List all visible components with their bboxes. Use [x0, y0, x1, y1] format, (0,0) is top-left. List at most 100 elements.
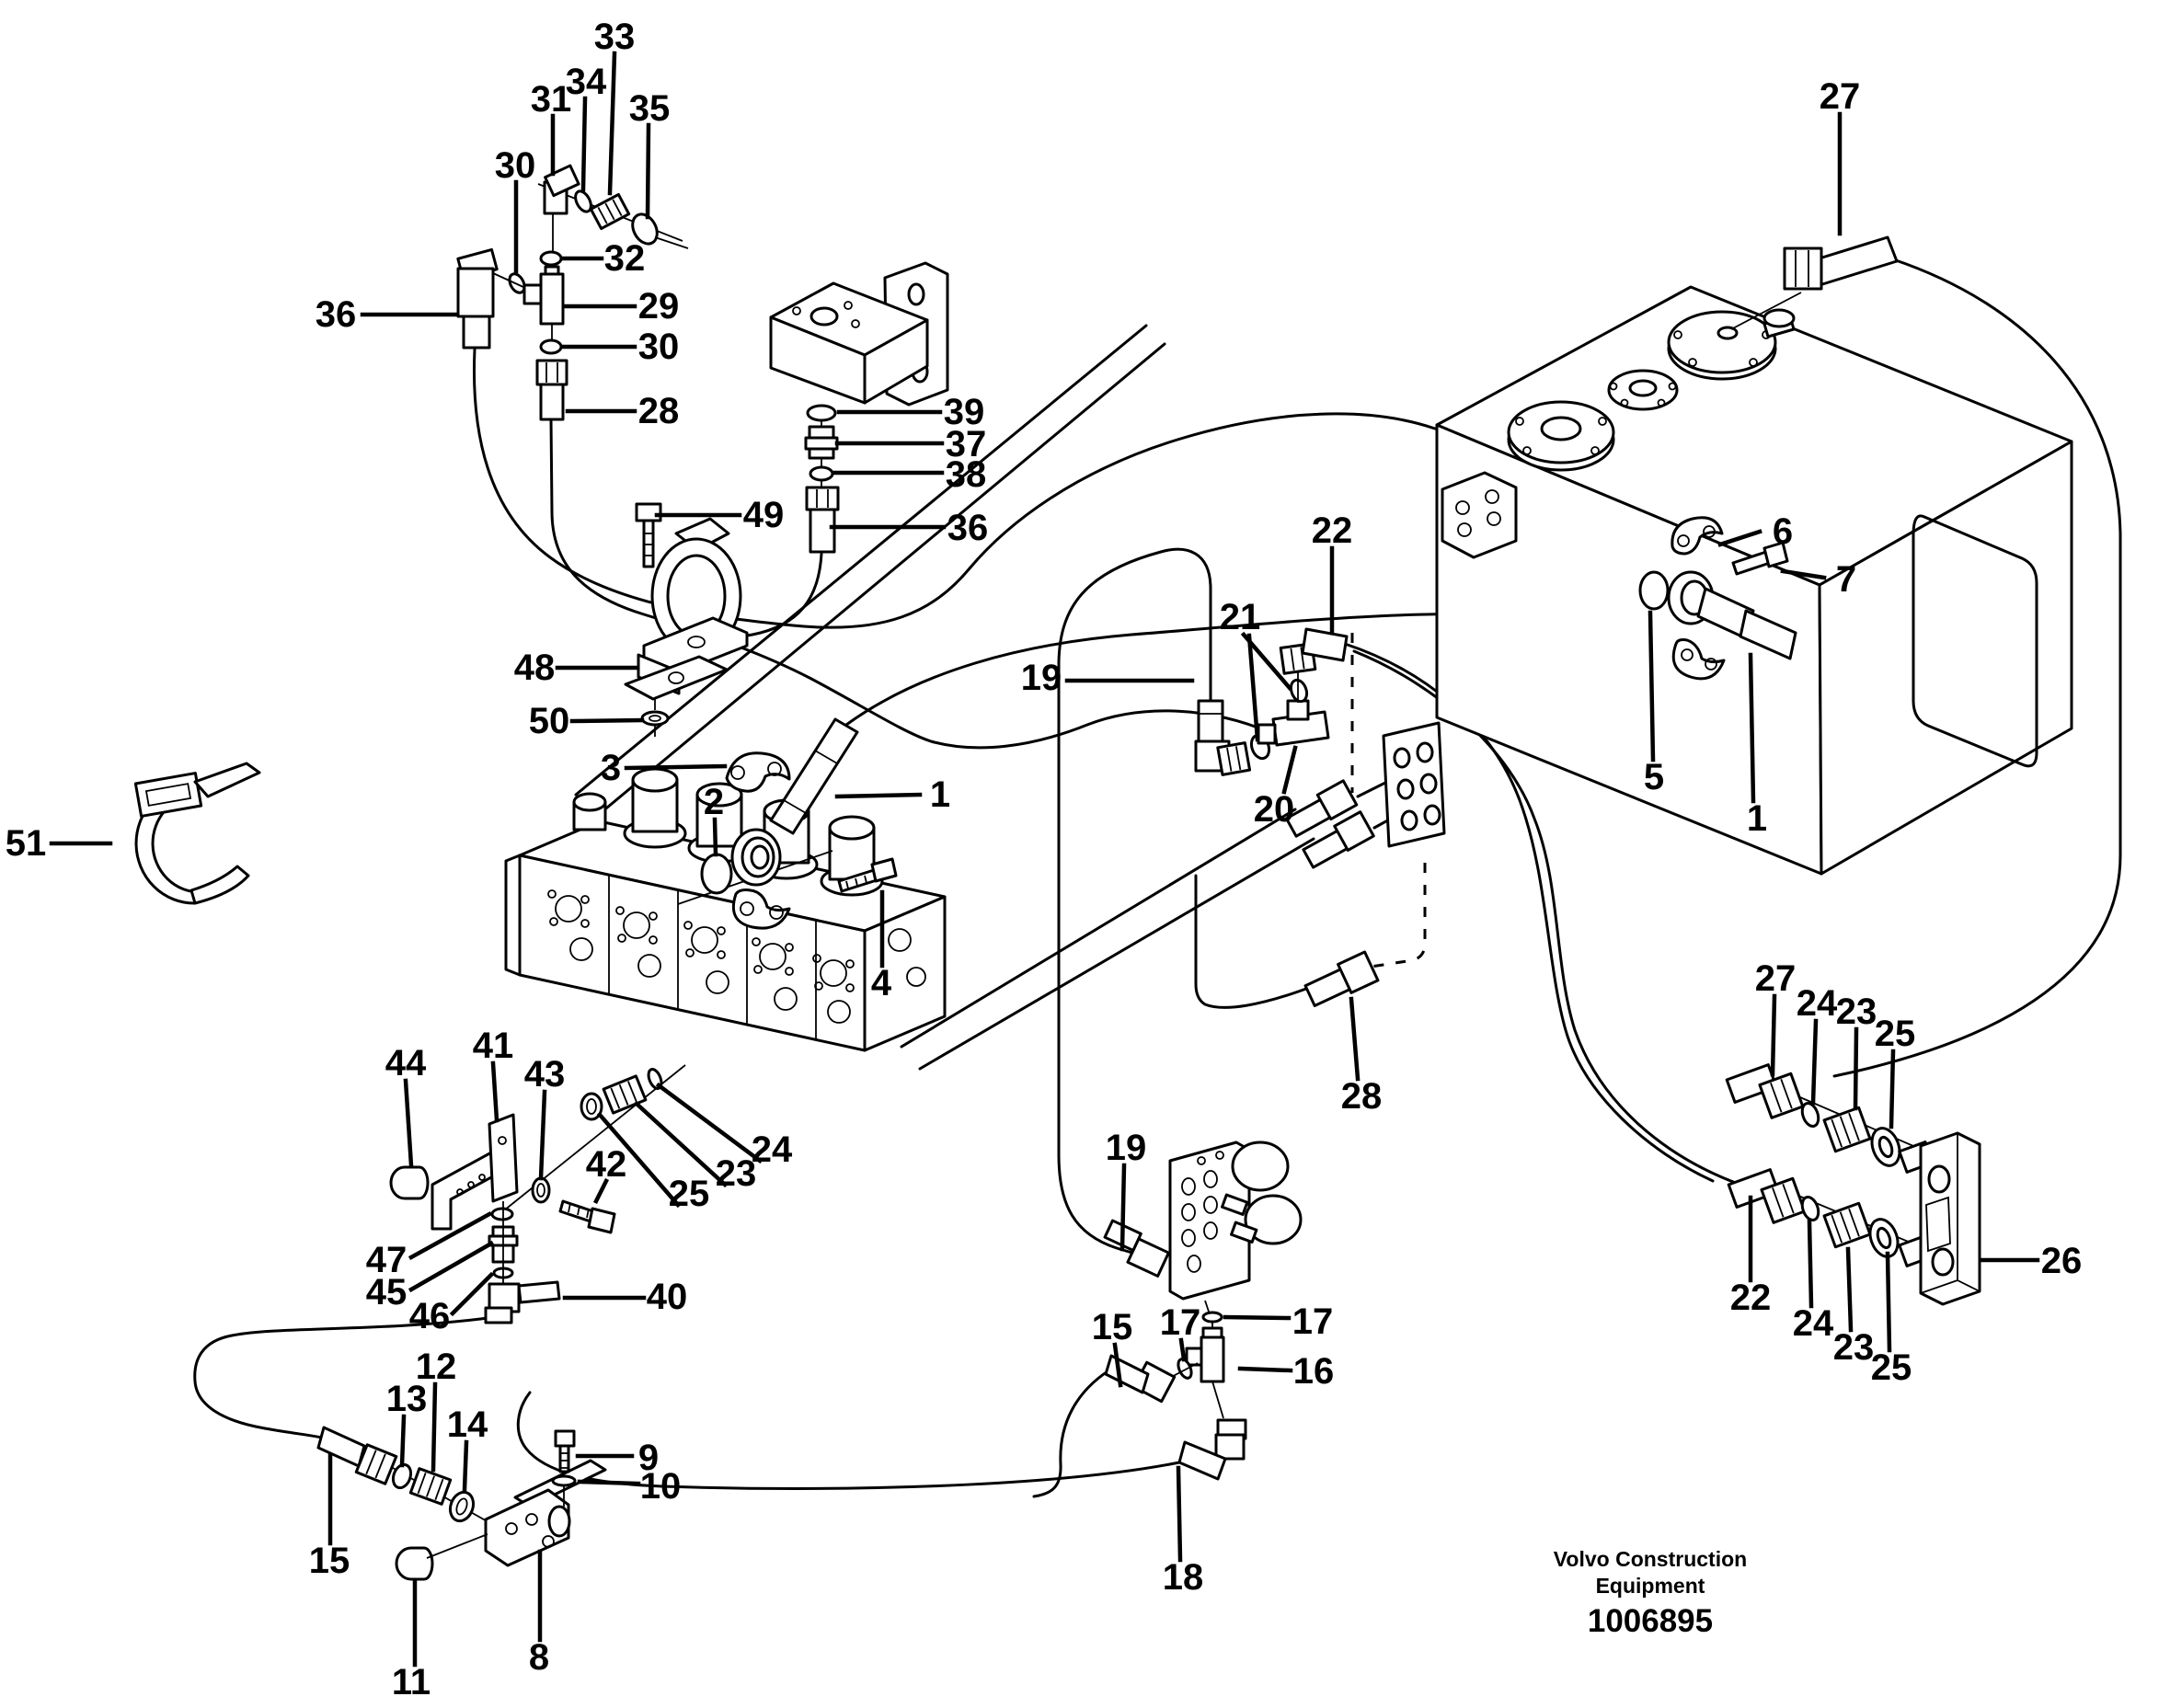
- pilot-tee-cluster: [456, 164, 689, 421]
- oring-17b: [1201, 1311, 1223, 1324]
- callout-leader-21-42-1: [1246, 633, 1260, 742]
- tank-cover-2-hole: [1628, 379, 1658, 397]
- callout-26-57: 26: [2041, 1241, 2083, 1281]
- callout-23-64: 23: [1833, 1327, 1875, 1368]
- callout-21-42: 21: [1220, 597, 1261, 637]
- hose-19-tube: [1197, 699, 1224, 747]
- bolt-49-head: [635, 502, 662, 522]
- hydraulic-tank: [1435, 285, 2073, 876]
- bolt-4-head: [870, 857, 898, 883]
- callout-9-36: 9: [638, 1438, 659, 1478]
- hose-22-ferrule: [1727, 1168, 1780, 1209]
- strap-tail: [189, 865, 250, 905]
- callout-13-34: 13: [386, 1379, 428, 1419]
- nut-36b: [805, 486, 840, 511]
- callout-leader-24-63-0: [1807, 1219, 1814, 1309]
- callout-38-12: 38: [946, 454, 987, 495]
- valve-port-cluster-row1: [547, 889, 855, 992]
- callout-leader-46-31-0: [449, 1271, 495, 1317]
- callout-32-6: 32: [604, 238, 646, 279]
- bolt-7-head: [1762, 541, 1789, 568]
- callout-22-62: 22: [1730, 1278, 1772, 1318]
- callout-22-43: 22: [1312, 510, 1353, 551]
- callout-leader-23-64-0: [1845, 1246, 1854, 1333]
- tank-right-face: [1818, 440, 2073, 876]
- nipple-37-hex: [804, 436, 839, 451]
- elbow-40-nut: [484, 1306, 513, 1324]
- plug-44-cap: [405, 1165, 430, 1200]
- callout-leader-33-0-0: [607, 51, 617, 196]
- callout-leader-3-17-0: [624, 763, 728, 771]
- oring-39: [806, 404, 837, 422]
- callout-27-45: 27: [1820, 76, 1861, 117]
- callout-23-27: 23: [716, 1153, 757, 1194]
- callout-5-48: 5: [1644, 757, 1664, 797]
- tee-20-left-port: [1257, 723, 1277, 745]
- hose-36-path: [473, 348, 1437, 629]
- washer-43: [531, 1176, 551, 1204]
- callout-1-49: 1: [1747, 798, 1767, 839]
- tee-29-body: [539, 272, 565, 326]
- callout-43-24: 43: [524, 1054, 566, 1095]
- callout-19-51: 19: [1106, 1128, 1147, 1168]
- callout-24-59: 24: [1797, 983, 1838, 1024]
- valve-port-cluster-row2: [569, 928, 926, 1024]
- tank-cover-1-plug: [1540, 416, 1582, 441]
- elbow-40-tube: [517, 1280, 561, 1304]
- callout-39-10: 39: [944, 392, 985, 432]
- coupling-28-nut: [1337, 950, 1380, 994]
- elbow-36a-body: [456, 267, 495, 318]
- manifold-plug-2: [1230, 1221, 1258, 1244]
- callout-leader-15-52-0: [1112, 1342, 1123, 1388]
- callout-leader-10-37-0: [577, 1479, 641, 1486]
- callout-16-55: 16: [1293, 1351, 1335, 1392]
- callout-46-31: 46: [409, 1296, 451, 1336]
- callout-25-65: 25: [1871, 1347, 1912, 1388]
- mount-block-right: [863, 318, 929, 405]
- callout-leader-35-3-0: [645, 122, 651, 220]
- block-26-body: [1919, 1131, 1981, 1306]
- callout-24-63: 24: [1793, 1303, 1834, 1344]
- tank-cover-3: [1667, 310, 1777, 374]
- callout-35-3: 35: [629, 88, 671, 129]
- bolt-42-head: [587, 1207, 616, 1234]
- washer-47: [490, 1207, 514, 1221]
- callout-leader-5-48-0: [1648, 610, 1656, 762]
- tank-port: [1716, 326, 1739, 340]
- bolt-9-head: [554, 1429, 576, 1448]
- hose-15b-run: [1032, 1365, 1117, 1498]
- valve-end-plate: [504, 854, 522, 977]
- callout-leader-42-25-0: [592, 1177, 610, 1205]
- elbow-19-nut: [1216, 741, 1252, 776]
- callout-10-37: 10: [640, 1466, 682, 1507]
- callout-leader-19-51-0: [1119, 1163, 1127, 1252]
- manifold-plug-1: [1221, 1193, 1249, 1216]
- oring-32: [539, 250, 563, 267]
- callout-leader-1-19-0: [834, 792, 923, 799]
- callout-leader-24-26-0: [655, 1082, 764, 1164]
- callout-leader-13-34-0: [399, 1414, 407, 1468]
- callout-leader-25-61-0: [1889, 1049, 1896, 1129]
- tank-port-cluster: [1638, 516, 1797, 681]
- callout-2-18: 2: [704, 782, 724, 822]
- footer: Volvo Construction Equipment 1006895: [1554, 1547, 1747, 1639]
- hose-20b-run: [918, 837, 1315, 1071]
- callout-leader-16-55-0: [1237, 1366, 1293, 1373]
- callout-50-16: 50: [529, 701, 570, 741]
- bulkhead-plate-cluster: [1284, 721, 1446, 1007]
- coupling-20b-nut: [1333, 810, 1375, 852]
- elbow-27-nut: [1783, 246, 1823, 291]
- hose-19-loop: [1057, 547, 1212, 1255]
- bracket-fitting-cluster: [389, 1064, 686, 1324]
- bolt-9-shaft: [558, 1444, 570, 1473]
- oring-13: [391, 1462, 413, 1490]
- tank-recess: [1912, 514, 2038, 768]
- callout-36-13: 36: [947, 508, 989, 548]
- callout-leader-44-22-0: [403, 1078, 414, 1168]
- callout-11-40: 11: [392, 1662, 431, 1702]
- manifold-solenoid-1: [1231, 1141, 1290, 1192]
- callout-leader-23-27-0: [633, 1100, 729, 1188]
- callout-27-58: 27: [1755, 958, 1797, 999]
